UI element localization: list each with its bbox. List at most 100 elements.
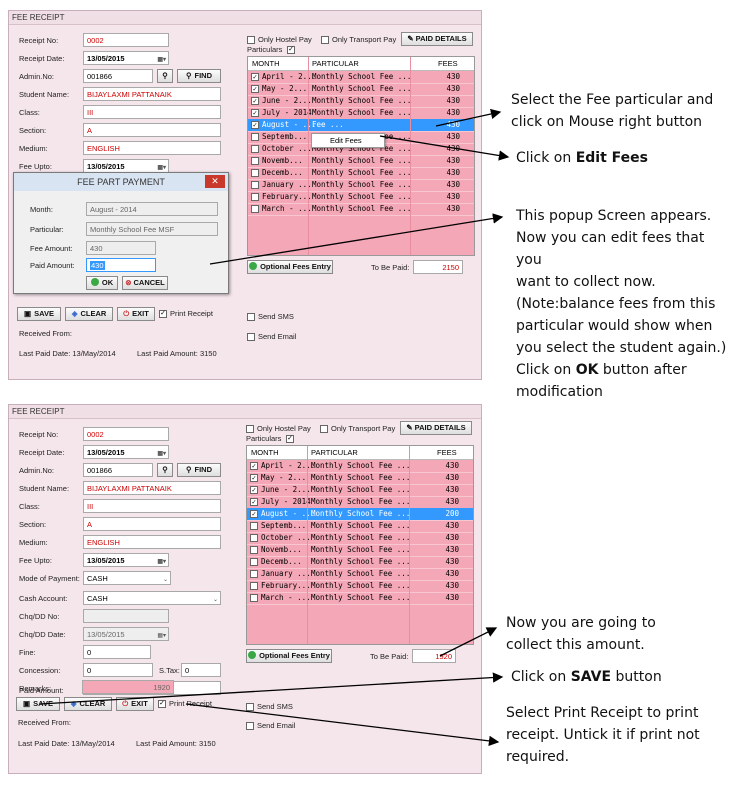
save-button[interactable]: ▣SAVE [17, 307, 61, 321]
receipt-no-field[interactable]: 0002 [83, 427, 169, 441]
table-row[interactable]: March - ...Monthly School Fee ...430 [248, 203, 474, 216]
ok-button[interactable]: OK [86, 276, 118, 290]
chq-date-picker[interactable]: 13/05/2015▦▾ [83, 627, 169, 641]
send-sms-checkbox-2[interactable] [246, 703, 254, 711]
close-icon[interactable]: ✕ [205, 175, 225, 188]
context-menu-edit-fees[interactable]: Edit Fees [311, 133, 385, 148]
table-row[interactable]: ✓April - 2...Monthly School Fee ...430 [248, 71, 474, 84]
fee-upto-picker[interactable]: 13/05/2015▦▾ [83, 159, 169, 173]
only-transport-checkbox-2[interactable] [320, 425, 328, 433]
row-checkbox[interactable] [251, 193, 259, 201]
send-email-checkbox-2[interactable] [246, 722, 254, 730]
row-checkbox[interactable] [251, 145, 259, 153]
table-row[interactable]: ✓August - ...Fee ...430 [248, 119, 474, 132]
student-name-field[interactable]: BIJAYLAXMI PATTANAIK [83, 87, 221, 101]
table-row[interactable]: ✓May - 2...Monthly School Fee ...430 [248, 83, 474, 96]
row-checkbox[interactable] [251, 205, 259, 213]
table-row[interactable]: March - ...Monthly School Fee ...430 [247, 592, 473, 605]
table-row[interactable]: January ...Monthly School Fee ...430 [247, 568, 473, 581]
table-row[interactable]: ✓August - ...Monthly School Fee ...200 [247, 508, 473, 521]
row-checkbox[interactable]: ✓ [250, 510, 258, 518]
send-email-checkbox[interactable] [247, 333, 255, 341]
optional-fees-entry-button[interactable]: Optional Fees Entry [247, 260, 333, 274]
paid-details-button-2[interactable]: ✎PAID DETAILS [400, 421, 472, 435]
clear-button[interactable]: ◈CLEAR [65, 307, 113, 321]
table-row[interactable]: January ...Monthly School Fee ...430 [248, 179, 474, 192]
binoculars-icon[interactable]: ⚲ [157, 463, 173, 477]
admin-no-field[interactable]: 001866 [83, 69, 153, 83]
section-field[interactable]: A [83, 123, 221, 137]
row-checkbox[interactable]: ✓ [251, 121, 259, 129]
table-row[interactable]: February...Monthly School Fee ...430 [247, 580, 473, 593]
row-checkbox[interactable]: ✓ [251, 73, 259, 81]
only-hostel-checkbox[interactable] [247, 36, 255, 44]
only-transport-checkbox[interactable] [321, 36, 329, 44]
table-row[interactable]: Decemb...Monthly School Fee ...430 [248, 167, 474, 180]
row-checkbox[interactable] [251, 181, 259, 189]
admin-no-field[interactable]: 001866 [83, 463, 153, 477]
row-checkbox[interactable] [250, 522, 258, 530]
medium-field[interactable]: ENGLISH [83, 141, 221, 155]
table-row[interactable]: ✓April - 2...Monthly School Fee ...430 [247, 460, 473, 473]
table-row[interactable]: ✓May - 2...Monthly School Fee ...430 [247, 472, 473, 485]
send-sms-checkbox[interactable] [247, 313, 255, 321]
row-checkbox[interactable]: ✓ [251, 109, 259, 117]
paid-details-button[interactable]: ✎PAID DETAILS [401, 32, 473, 46]
only-hostel-checkbox-2[interactable] [246, 425, 254, 433]
calendar-icon[interactable]: ▦▾ [157, 451, 166, 457]
row-checkbox[interactable]: ✓ [251, 97, 259, 105]
row-checkbox[interactable] [250, 570, 258, 578]
calendar-icon[interactable]: ▦▾ [157, 165, 166, 171]
medium-field[interactable]: ENGLISH [83, 535, 221, 549]
row-checkbox[interactable]: ✓ [250, 498, 258, 506]
receipt-no-field[interactable]: 0002 [83, 33, 169, 47]
receipt-date-picker[interactable]: 13/05/2015▦▾ [83, 445, 169, 459]
edit-fees-menu-item[interactable]: Edit Fees [330, 136, 362, 145]
find-button[interactable]: ⚲FIND [177, 463, 221, 477]
exit-button-2[interactable]: ⏻EXIT [116, 697, 154, 711]
find-button[interactable]: ⚲FIND [177, 69, 221, 83]
concession-field[interactable]: 0 [83, 663, 153, 677]
row-checkbox[interactable] [250, 594, 258, 602]
table-row[interactable]: ✓June - 2...Monthly School Fee ...430 [247, 484, 473, 497]
calendar-icon[interactable]: ▦▾ [157, 559, 166, 565]
class-field[interactable]: III [83, 105, 221, 119]
popup-paid-amount-input[interactable]: 430 [86, 258, 156, 272]
row-checkbox[interactable] [250, 534, 258, 542]
chq-no-field[interactable] [83, 609, 169, 623]
table-row[interactable]: ✓June - 2...Monthly School Fee ...430 [248, 95, 474, 108]
table-row[interactable]: Septemb...Monthly School Fee ...430 [247, 520, 473, 533]
mode-of-payment-select[interactable]: CASH⌄ [83, 571, 171, 585]
class-field[interactable]: III [83, 499, 221, 513]
row-checkbox[interactable]: ✓ [251, 85, 259, 93]
exit-button[interactable]: ⏻EXIT [117, 307, 155, 321]
row-checkbox[interactable]: ✓ [250, 474, 258, 482]
particulars-checkbox-2[interactable]: ✓ [286, 435, 294, 443]
row-checkbox[interactable] [251, 169, 259, 177]
binoculars-icon[interactable]: ⚲ [157, 69, 173, 83]
receipt-date-picker[interactable]: 13/05/2015▦▾ [83, 51, 169, 65]
cash-account-select[interactable]: CASH⌄ [83, 591, 221, 605]
row-checkbox[interactable] [251, 157, 259, 165]
row-checkbox[interactable]: ✓ [250, 486, 258, 494]
table-row[interactable]: Novemb...Monthly School Fee ...430 [247, 544, 473, 557]
table-row[interactable]: February...Monthly School Fee ...430 [248, 191, 474, 204]
row-checkbox[interactable] [250, 558, 258, 566]
print-receipt-checkbox-2[interactable]: ✓ [158, 700, 166, 708]
optional-fees-entry-button-2[interactable]: Optional Fees Entry [246, 649, 332, 663]
table-row[interactable]: Novemb...Monthly School Fee ...430 [248, 155, 474, 168]
print-receipt-checkbox[interactable]: ✓ [159, 310, 167, 318]
table-row[interactable]: October ...Monthly School Fee ...430 [247, 532, 473, 545]
section-field[interactable]: A [83, 517, 221, 531]
row-checkbox[interactable] [250, 582, 258, 590]
student-name-field[interactable]: BIJAYLAXMI PATTANAIK [83, 481, 221, 495]
row-checkbox[interactable]: ✓ [250, 462, 258, 470]
fine-field[interactable]: 0 [83, 645, 151, 659]
stax-field[interactable]: 0 [181, 663, 221, 677]
cancel-button[interactable]: ⊗CANCEL [122, 276, 168, 290]
row-checkbox[interactable] [250, 546, 258, 554]
row-checkbox[interactable] [251, 133, 259, 141]
calendar-icon[interactable]: ▦▾ [157, 57, 166, 63]
particulars-checkbox[interactable]: ✓ [287, 46, 295, 54]
fee-upto-picker[interactable]: 13/05/2015▦▾ [83, 553, 169, 567]
